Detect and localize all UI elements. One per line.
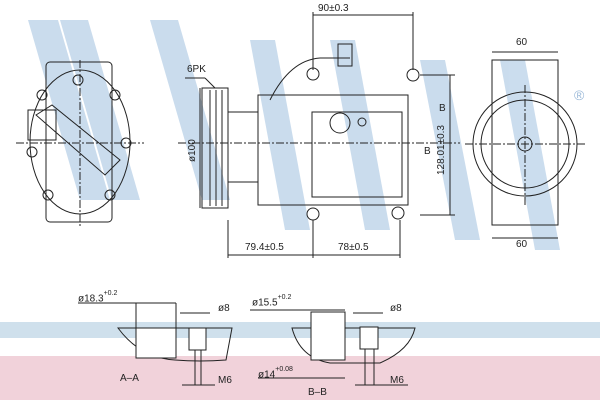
compressor-clutch-view — [465, 51, 585, 239]
dim-pulley-to-mount: 79.4±0.5 — [245, 242, 284, 253]
dim-clutch-top-width: 60 — [516, 37, 528, 48]
dim-height: 128.01±0.3 — [436, 125, 447, 175]
dim-mount-to-mount: 78±0.5 — [338, 242, 369, 253]
section-marker-b-upper: B — [439, 103, 446, 114]
svg-text:®: ® — [574, 87, 585, 103]
section-b-b-drawing — [250, 309, 416, 386]
b-b-bore-dim: ø15.5+0.2 — [252, 294, 292, 309]
dim-clutch-bottom-width: 60 — [516, 239, 528, 250]
a-a-thread-dim: M6 — [218, 375, 232, 386]
compressor-rear-view — [16, 60, 144, 226]
a-a-bore-dim: ø18.3+0.2 — [78, 290, 118, 305]
section-marker-b-lower: B — [424, 146, 431, 157]
compressor-side-view — [178, 12, 460, 258]
a-a-hole-dim: ø8 — [218, 303, 230, 314]
b-b-inner-bore-dim: ø14+0.08 — [258, 366, 293, 381]
b-b-section-title: B–B — [308, 387, 327, 398]
dim-pulley-diameter: ø100 — [187, 139, 198, 162]
b-b-hole-dim: ø8 — [390, 303, 402, 314]
dim-top-mount-spacing: 90±0.3 — [318, 3, 349, 14]
b-b-thread-dim: M6 — [390, 375, 404, 386]
belt-label: 6PK — [187, 64, 206, 75]
connector-icon — [337, 43, 353, 67]
section-a-a-drawing — [78, 302, 233, 386]
a-a-section-title: A–A — [120, 373, 139, 384]
